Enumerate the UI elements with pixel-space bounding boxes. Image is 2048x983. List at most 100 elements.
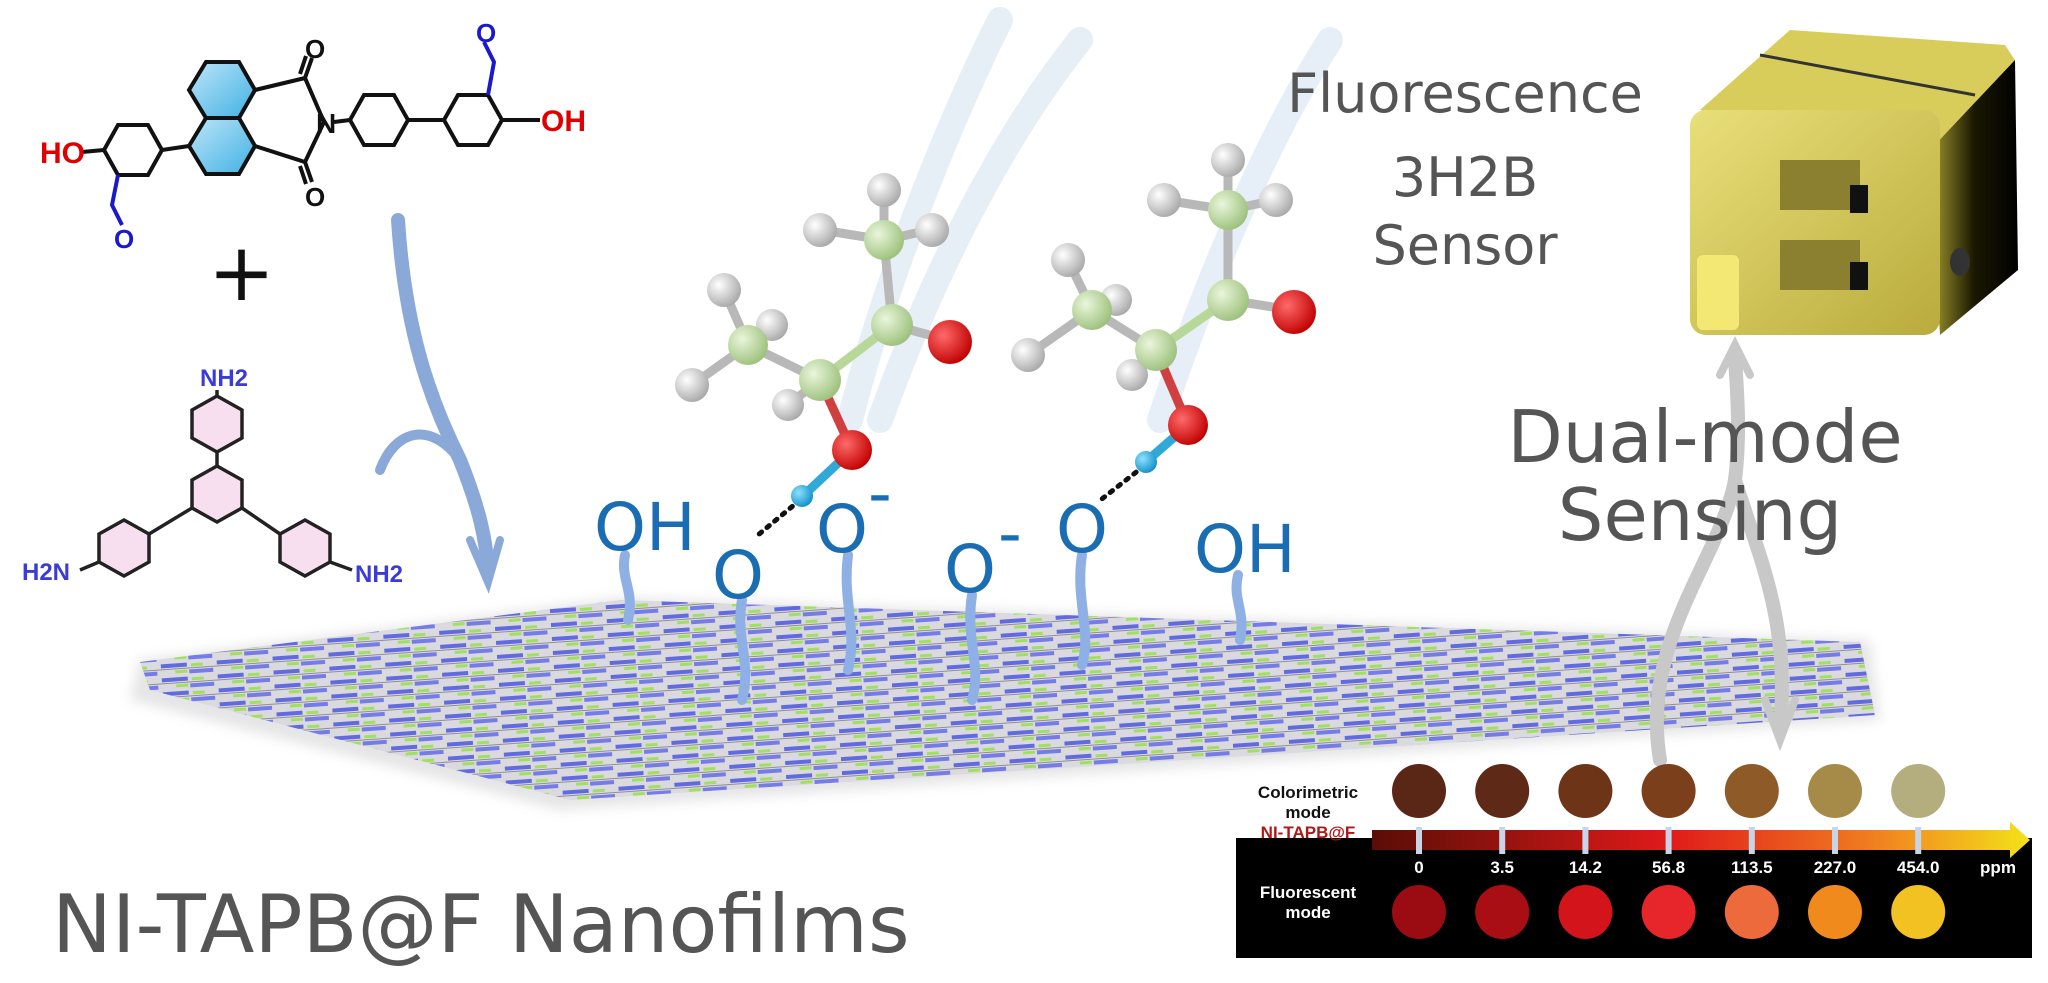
- fluorescent-sample: [1392, 885, 1446, 939]
- phenyl-ring-b: [347, 93, 411, 147]
- concentration-tick: [1915, 827, 1922, 854]
- synthesis-arrow-icon: [375, 213, 504, 594]
- concentration-label: 227.0: [1814, 858, 1857, 877]
- cof-nanofilm: [130, 598, 1880, 810]
- sample-columns: 0 3.5 14.2 56.8 113.5 227.0 454.0: [1392, 764, 1946, 939]
- surface-groups: OH O O - O - O OH: [594, 455, 1296, 614]
- surface-group-o-minus-2: O: [944, 531, 996, 608]
- hydrogen-atom: [1011, 338, 1045, 372]
- right-amine-label: NH2: [355, 561, 403, 588]
- film-sheet: [140, 600, 1875, 800]
- sensor-title-line2: 3H2B: [1392, 146, 1538, 209]
- left-ring: [97, 517, 151, 579]
- carbon-atom: [871, 304, 913, 346]
- naphthalene-ring-lower: [186, 116, 258, 176]
- sensing-arrows-icon: [1649, 336, 1799, 767]
- naphthalene-ring-upper: [186, 60, 258, 120]
- carbon-atom: [799, 359, 841, 401]
- sample-column: 454.0: [1891, 764, 1946, 939]
- sensor-title-line1: Fluorescence: [1287, 62, 1643, 125]
- colorimetric-sample: [1475, 764, 1530, 818]
- fluorescent-sample: [1808, 885, 1862, 939]
- left-amine-label: H2N: [22, 559, 70, 586]
- film-title: NI-TAPB@F Nanofilms: [52, 878, 910, 971]
- monomer-ni-dialdehyde: [81, 41, 540, 226]
- surface-group-oh-1: OH: [594, 489, 696, 566]
- dual-mode-title-line1: Dual-mode: [1507, 395, 1902, 479]
- 3h2b-molecule-2: [1011, 143, 1316, 473]
- hydroxyl-hydrogen-atom: [791, 485, 813, 507]
- concentration-tick: [1416, 827, 1422, 854]
- fluorescent-sample: [1641, 885, 1696, 939]
- oxygen-atom: [832, 430, 872, 470]
- hydrogen-atom: [772, 389, 804, 421]
- oxygen-atom: [1272, 290, 1316, 334]
- dual-mode-title: Dual-mode Sensing: [1507, 395, 1902, 557]
- carbon-atom: [1135, 329, 1177, 371]
- hydrogen-atom: [707, 273, 741, 307]
- sensor-title: Fluorescence 3H2B Sensor: [1287, 62, 1643, 277]
- hydrogen-atom: [1051, 243, 1085, 277]
- right-ring: [278, 517, 332, 579]
- monomer-2-labels: NH2 H2N NH2: [22, 365, 403, 588]
- colorimetric-sample: [1641, 764, 1696, 818]
- surface-tethers: [619, 550, 1247, 705]
- charge-minus-2: -: [998, 495, 1022, 572]
- left-hydroxyl-label: HO: [40, 137, 85, 170]
- surface-group-o-minus-1: O: [816, 491, 868, 568]
- colorimetric-sample: [1392, 764, 1446, 818]
- plus-sign: +: [208, 226, 275, 319]
- concentration-label: 14.2: [1569, 858, 1602, 877]
- hydrogen-bonds: [755, 463, 1147, 538]
- carbon-atom: [728, 325, 768, 365]
- sample-column: 113.5: [1724, 764, 1779, 939]
- carbon-atom: [1072, 290, 1112, 330]
- fluorescent-label-line2: mode: [1285, 903, 1330, 922]
- fluorescent-sample: [1891, 885, 1946, 939]
- carbonyl-oxygen-bottom: O: [305, 182, 325, 212]
- colorimetric-sample: [1891, 764, 1946, 818]
- unit-label: ppm: [1980, 858, 2016, 877]
- oxygen-atom: [1168, 405, 1208, 445]
- sensor-device-icon: [1690, 30, 2018, 335]
- concentration-tick: [1832, 827, 1838, 854]
- fluorescent-sample: [1475, 885, 1530, 939]
- concentration-label: 3.5: [1490, 858, 1514, 877]
- monomer-tapb: [79, 390, 353, 579]
- colorimetric-label-line1: Colorimetric: [1258, 783, 1358, 802]
- concentration-label: 113.5: [1731, 858, 1773, 877]
- fluorescent-sample: [1724, 885, 1779, 939]
- sample-column: 56.8: [1641, 764, 1696, 939]
- charge-minus-1: -: [868, 455, 892, 532]
- surface-group-oh-2: OH: [1194, 511, 1296, 588]
- sensor-title-line3: Sensor: [1372, 214, 1558, 277]
- hydroxyl-hydrogen-atom: [1135, 451, 1157, 473]
- hydrogen-atom: [1147, 183, 1181, 217]
- concentration-arrow: [1372, 822, 2030, 858]
- top-amine-label: NH2: [200, 365, 248, 392]
- sample-column: 227.0: [1808, 764, 1862, 939]
- colorimetric-sample: [1808, 764, 1862, 818]
- colorimetric-label-line2: mode: [1285, 803, 1330, 822]
- sample-column: 0: [1392, 764, 1446, 939]
- concentration-label: 454.0: [1897, 858, 1940, 877]
- concentration-tick: [1582, 827, 1589, 854]
- 3h2b-molecule-1: [675, 173, 972, 507]
- hydrogen-atom: [803, 213, 837, 247]
- concentration-tick: [1499, 827, 1506, 854]
- dual-mode-title-line2: Sensing: [1558, 473, 1842, 557]
- phenyl-ring-a: [101, 123, 165, 177]
- carbon-atom: [864, 220, 904, 260]
- fluorescent-label-line1: Fluorescent: [1260, 883, 1357, 902]
- fluorescent-sample: [1558, 885, 1613, 939]
- hydrogen-atom: [915, 213, 949, 247]
- imide-nitrogen-label: N: [316, 108, 336, 139]
- concentration-label: 56.8: [1652, 858, 1685, 877]
- carbonyl-oxygen-top: O: [305, 34, 325, 64]
- central-ring: [190, 463, 244, 525]
- colorimetric-sample: [1558, 764, 1613, 818]
- hydrogen-atom: [1259, 183, 1293, 217]
- colorimetric-sample: [1724, 764, 1779, 818]
- monomer-1-labels: HO OH N O O O O: [40, 18, 586, 254]
